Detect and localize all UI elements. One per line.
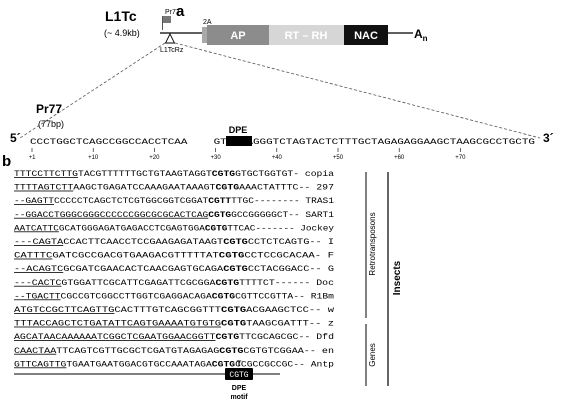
rt-rh-domain <box>269 25 344 45</box>
poly-a-label: An <box>414 27 428 43</box>
ribozyme-triangle-icon <box>164 32 176 44</box>
dpe-sequence: CGTG <box>187 138 214 147</box>
panel-b-label: b <box>2 153 11 170</box>
pr77-marker-label: Pr77 <box>165 9 180 16</box>
dpe-motif-box <box>225 368 253 380</box>
ribozyme-label: L1TcRz <box>160 47 184 54</box>
five-prime-label: 5´ <box>10 131 21 145</box>
rt-rh-domain-label: RT – RH <box>285 30 328 42</box>
tick-label: +30 <box>211 155 222 161</box>
tick-label: +50 <box>333 155 344 161</box>
tick-label: +1 <box>29 155 37 161</box>
insects-label: Insects <box>392 260 403 295</box>
element-name: L1Tc <box>105 8 137 24</box>
tick-label: +70 <box>455 155 466 161</box>
zoom-line-left <box>19 42 166 139</box>
element-size: (~ 4.9kb) <box>104 28 140 38</box>
position-ticks: +1 +10 +20 +30 +40 +50 +60 +70 <box>29 148 466 161</box>
dpe-motif-label-1: DPE <box>232 385 247 392</box>
nac-domain-label: NAC <box>354 30 378 42</box>
promoter-size: (77bp) <box>38 119 64 129</box>
tick-label: +20 <box>149 155 160 161</box>
dpe-motif-sequence: CGTG <box>229 371 248 380</box>
genes-label: Genes <box>368 343 377 367</box>
tick-label: +40 <box>272 155 283 161</box>
pr77-flag-icon <box>163 16 171 23</box>
retrotransposons-label: Retrotransposons <box>368 212 377 275</box>
tick-label: +10 <box>88 155 99 161</box>
promoter-name: Pr77 <box>36 102 62 116</box>
dpe-motif-label-2: motif <box>230 394 248 401</box>
ap-domain <box>207 25 269 45</box>
nac-domain <box>344 25 388 45</box>
zoom-line-right <box>174 42 541 139</box>
peptide-2a-box <box>202 27 208 43</box>
three-prime-label: 3´ <box>543 131 554 145</box>
tick-label: +60 <box>394 155 405 161</box>
dpe-label: DPE <box>229 125 248 135</box>
dpe-highlight-box <box>226 136 252 146</box>
motif-variant: T <box>237 360 242 369</box>
ap-domain-label: AP <box>230 30 245 42</box>
panel-a-label: a <box>176 3 185 20</box>
peptide-2a-label: 2A <box>203 19 212 26</box>
